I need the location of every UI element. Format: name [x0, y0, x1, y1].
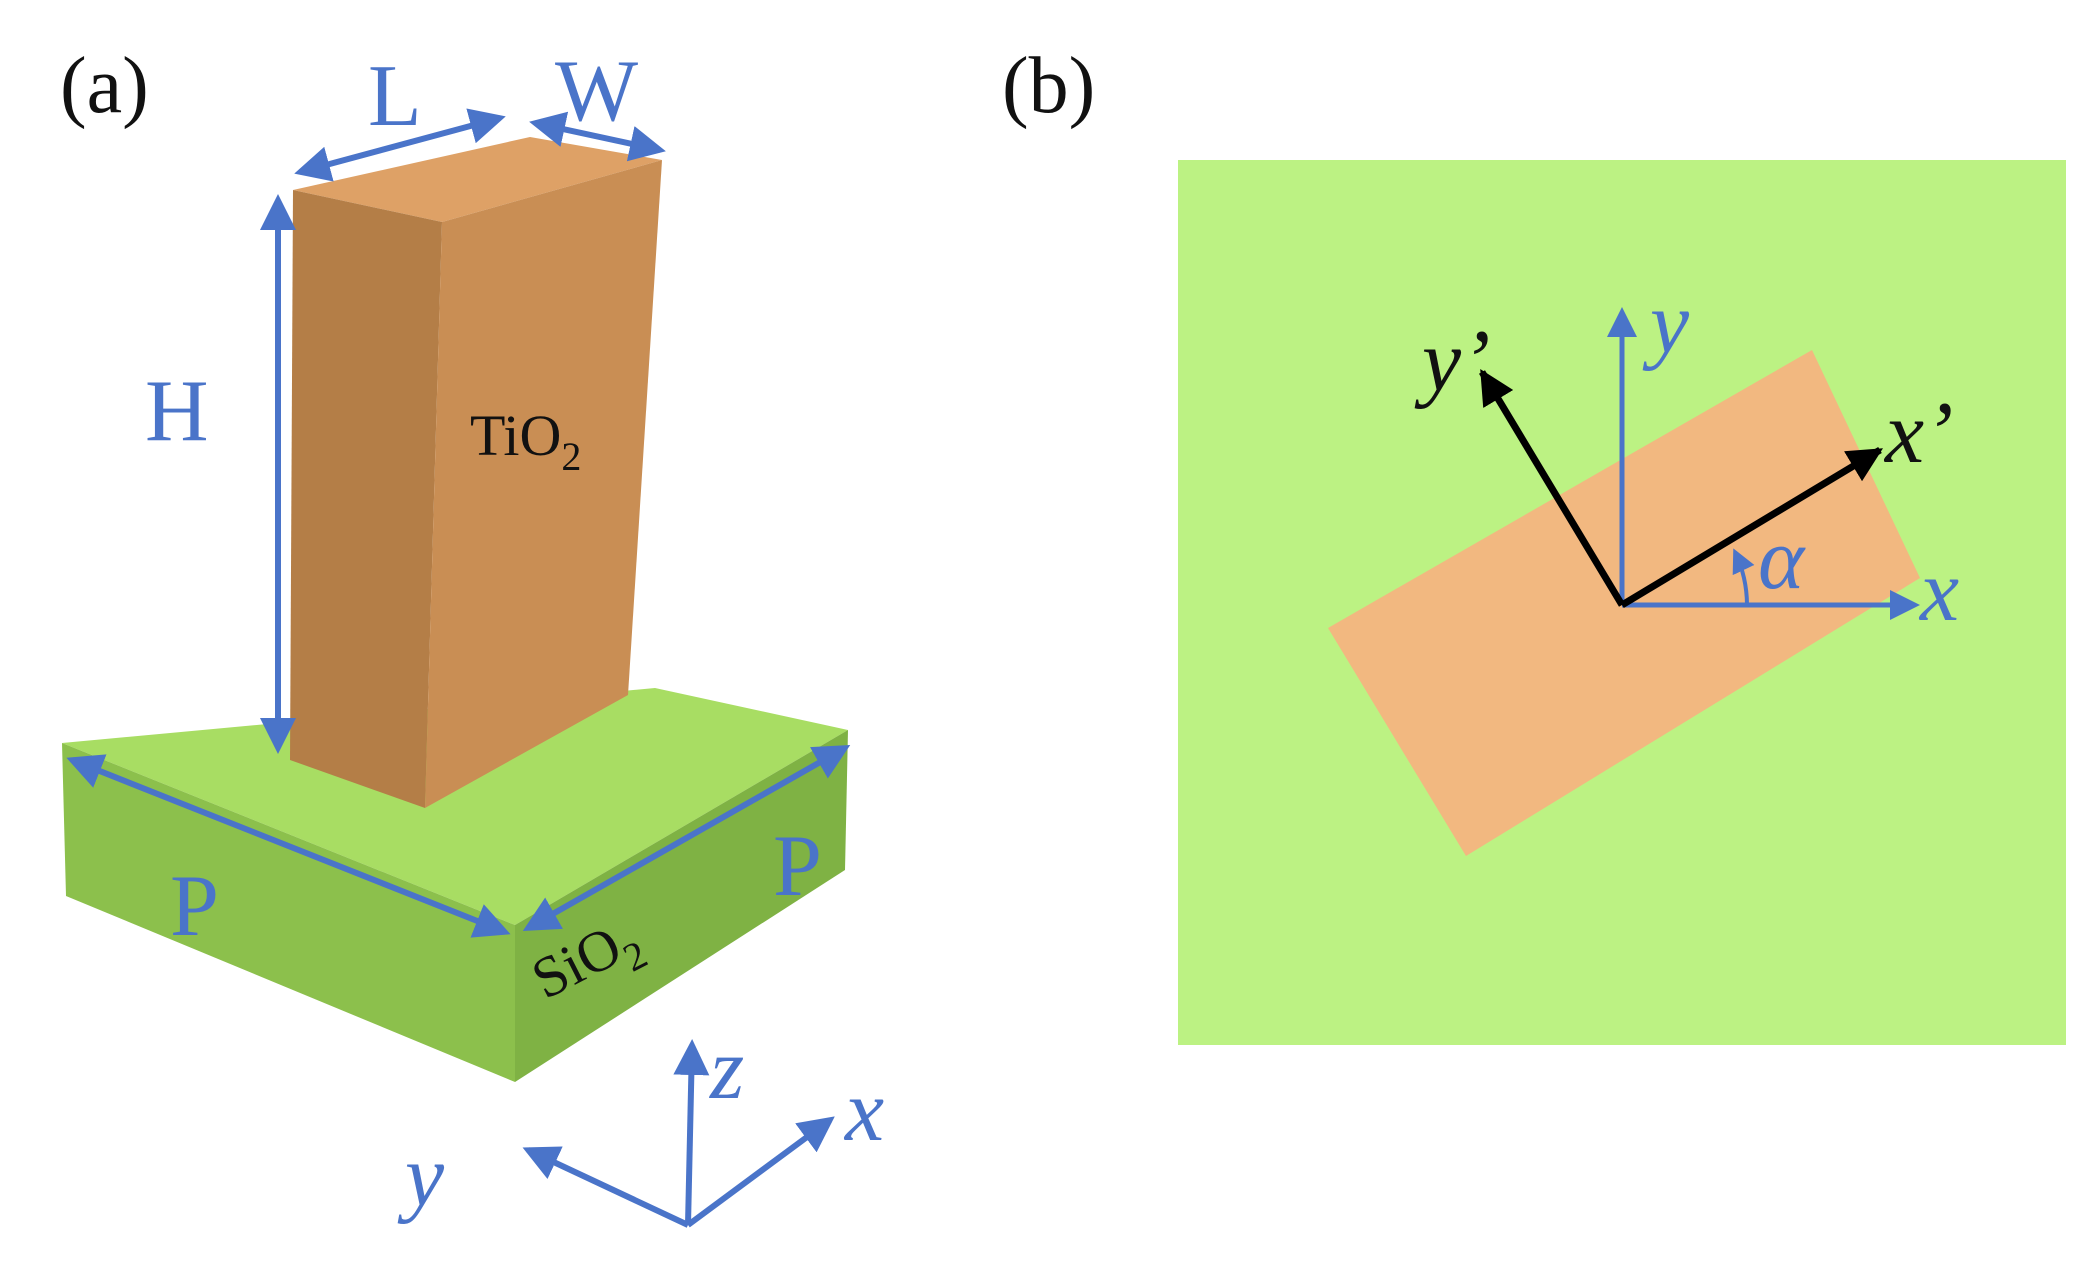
- rotated-axes: [1478, 368, 1884, 609]
- period-left-label: P: [170, 858, 219, 955]
- width-double-arrow-icon: [529, 111, 666, 162]
- period-right-double-arrow-icon: [522, 745, 851, 931]
- panel-b-x-prime-label: x’: [1883, 385, 1953, 482]
- x-prime-arrow-icon: [1620, 446, 1884, 609]
- tio2-label: TiO2: [470, 403, 581, 479]
- period-left-double-arrow-icon: [66, 754, 511, 938]
- period-right-label: P: [773, 818, 822, 915]
- length-double-arrow-icon: [294, 108, 506, 182]
- z-arrow-icon: [673, 1039, 710, 1226]
- panel-b: (b) x y x’ y’ α: [1002, 42, 2066, 1045]
- panel-b-x-label: x: [1918, 543, 1959, 640]
- angle-alpha-label: α: [1758, 511, 1806, 608]
- panel-a: (a) L W H P P TiO2 SiO2: [60, 42, 884, 1228]
- x-axis-label: x: [843, 1063, 884, 1160]
- y-prime-arrow-icon: [1478, 368, 1626, 607]
- x-arrow-icon: [686, 1116, 835, 1228]
- y-arrow-icon: [522, 1146, 690, 1228]
- y-axis-label: y: [397, 1128, 445, 1225]
- xyz-axes: [522, 1039, 835, 1228]
- panel-b-y-prime-label: y’: [1414, 313, 1490, 410]
- panel-a-label: (a): [60, 42, 149, 130]
- lab-axes: [1607, 307, 1920, 620]
- pillar-front-face: [425, 160, 662, 808]
- panel-b-y-label: y: [1642, 275, 1690, 372]
- height-label: H: [145, 363, 209, 460]
- dimension-arrows: [66, 108, 851, 938]
- length-label: L: [368, 48, 422, 145]
- z-axis-label: z: [709, 1021, 744, 1118]
- width-label: W: [555, 43, 638, 140]
- pillar-left-face: [290, 190, 442, 808]
- panel-b-label: (b): [1002, 42, 1095, 130]
- rotation-arc-icon: [1732, 548, 1755, 606]
